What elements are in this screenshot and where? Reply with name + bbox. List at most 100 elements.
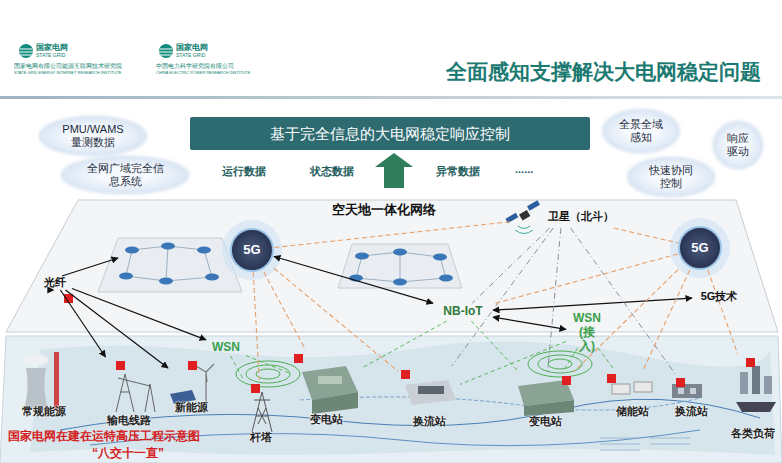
node-text: 变电站 <box>529 415 562 428</box>
facility-icon <box>24 368 48 410</box>
satellite-node: 卫星（北斗） <box>510 204 614 228</box>
switch-cluster <box>393 279 407 286</box>
switch-cluster <box>205 274 219 281</box>
sensor-marker <box>562 376 571 385</box>
sensor-marker <box>64 294 755 393</box>
facility-node: 换流站 <box>398 366 460 428</box>
node-text: 5G <box>691 241 708 256</box>
sensor-marker <box>294 354 303 363</box>
connector <box>66 290 168 368</box>
institute-name: STATE GRID ENERGY INTERNET RESEARCH INST… <box>14 71 122 75</box>
connector <box>563 348 578 372</box>
data-label: ...... <box>515 163 533 175</box>
feature-ellipse: 响应 驱动 <box>714 122 762 168</box>
facility-icon <box>736 402 776 412</box>
tower-glow <box>670 218 730 278</box>
header-rule <box>0 96 782 99</box>
node-text: 换流站 <box>675 405 708 418</box>
facility-icon <box>634 382 652 392</box>
5g-tower: 5G <box>678 226 722 270</box>
fiber-node: 光纤 <box>38 274 72 290</box>
data-label: 状态数据 <box>310 165 354 177</box>
facility-icon <box>312 392 358 414</box>
network-plane <box>6 200 778 332</box>
tower-glow <box>222 218 730 280</box>
connector <box>460 342 566 385</box>
tower-glow <box>222 220 282 280</box>
node-text: 各类负荷 <box>731 427 775 440</box>
sensor-marker <box>188 361 197 370</box>
node-text: WSN (接入) <box>572 312 603 353</box>
logo-icon <box>19 44 33 58</box>
facility-icon <box>24 352 776 432</box>
node-text: 杆塔 <box>250 431 272 444</box>
institute-name: 中国电力科学研究院有限公司 <box>156 63 234 70</box>
fiber-arrow <box>62 258 118 276</box>
facility-icon <box>690 388 696 394</box>
node-text: PMU/WAMS 量测数据 <box>60 123 126 148</box>
satellite-icon <box>505 200 540 233</box>
switch-cluster <box>98 238 242 292</box>
connector <box>708 270 738 354</box>
logo-icon <box>19 49 33 55</box>
node-text: 储能站 <box>616 405 649 418</box>
facility-icon <box>24 354 48 366</box>
facility-node: 变电站 <box>290 350 362 426</box>
wsn-waves <box>528 351 592 377</box>
satellite-icon <box>515 226 533 234</box>
feature-ellipse: 全景全域 感知 <box>603 110 679 152</box>
node-text: 全网广域完全信 息系统 <box>85 162 165 187</box>
node-text: 5G <box>243 243 260 258</box>
wsn-waves <box>246 365 290 383</box>
map-plane <box>0 336 782 463</box>
switch-cluster <box>119 273 133 280</box>
sensor-marker <box>116 361 125 370</box>
switch-cluster <box>126 246 212 281</box>
connector <box>274 268 398 371</box>
node-text: 快速协同 控制 <box>646 164 696 189</box>
node-text: 卫星（北斗） <box>548 210 614 223</box>
institute-name: CHINA ELECTRIC POWER RESEARCH INSTITUTE <box>156 71 250 75</box>
facility-node: 输电线路 <box>100 357 158 427</box>
wsn-waves <box>548 359 572 369</box>
facility-node: 各类负荷 <box>726 354 780 440</box>
sensor-marker <box>401 370 410 379</box>
connector <box>493 254 678 304</box>
wsn-waves <box>538 355 582 373</box>
facility-icon <box>405 380 456 405</box>
node-text: 新能源 <box>175 401 208 414</box>
sensor-marker <box>746 358 755 367</box>
facility-node: 储能站 <box>604 370 660 418</box>
switch-cluster <box>197 247 211 254</box>
wsn-node: WSN <box>206 339 246 356</box>
satellite-icon <box>519 210 530 221</box>
data-label: 运行数据 <box>222 165 266 177</box>
logo-name: 国家电网 <box>36 44 68 53</box>
facility-icon <box>612 384 630 394</box>
logo-icon <box>159 49 173 55</box>
connector <box>452 228 553 366</box>
facility-node: 新能源 <box>168 357 214 414</box>
switch-cluster <box>161 243 175 250</box>
logo-name: 国家电网 <box>176 44 208 53</box>
logo-name: STATE GRID <box>176 53 205 59</box>
switch-cluster <box>159 278 173 285</box>
node-text: 基于完全信息的大电网稳定响应控制 <box>270 125 510 142</box>
nbiot-node: NB-IoT <box>433 303 493 321</box>
facility-icon <box>116 374 155 412</box>
node-text: 响应 驱动 <box>725 132 751 157</box>
sensor-marker <box>251 384 260 393</box>
node-text: 变电站 <box>310 413 343 426</box>
switch-cluster <box>393 249 407 256</box>
connector <box>60 290 105 357</box>
switch-cluster <box>125 247 139 254</box>
facility-node: 常规能源 <box>12 290 76 418</box>
sensor-marker <box>676 378 685 387</box>
facility-icon <box>54 352 59 410</box>
node-text: 全景全域 感知 <box>616 118 666 143</box>
sensor-marker <box>607 374 616 383</box>
connector <box>274 222 510 248</box>
switch-cluster <box>439 275 453 282</box>
page-title: 全面感知支撑解决大电网稳定问题 <box>446 60 761 83</box>
map-plane <box>0 336 782 463</box>
